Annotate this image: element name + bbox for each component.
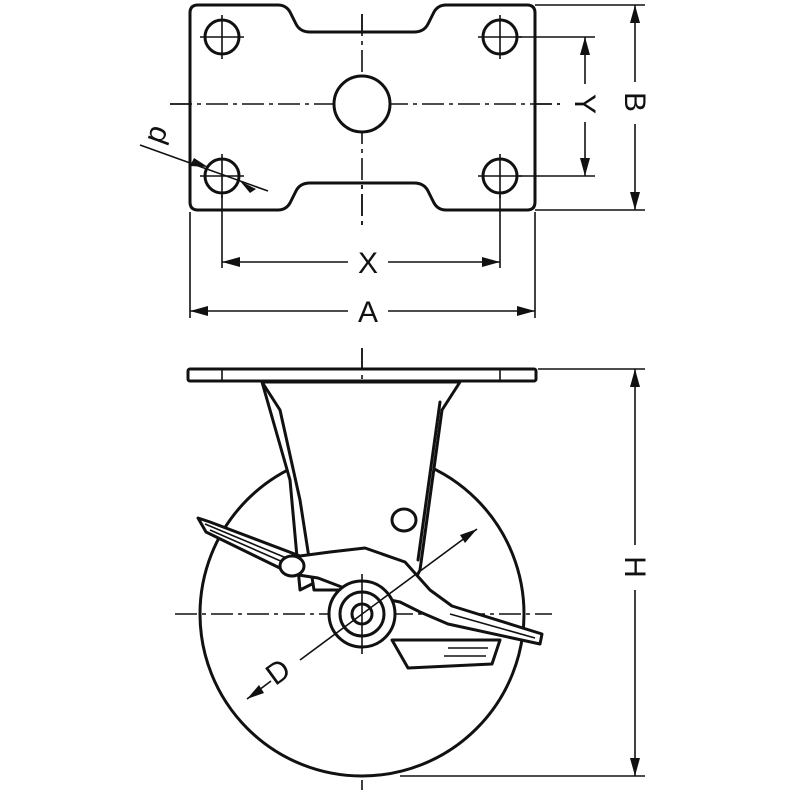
top-view: X A Y B: [139, 3, 651, 329]
dimension-y: Y: [568, 37, 601, 176]
fork-inner-edge: [416, 400, 442, 562]
brake-pad-ribs: [444, 647, 488, 657]
dimension-a-label: A: [358, 296, 378, 329]
dimension-x-label: X: [358, 247, 378, 280]
side-view: D H: [175, 348, 651, 790]
brake-lever-hatch: [204, 523, 536, 639]
bolt-hole-crosshairs: [200, 15, 522, 198]
extension-lines: [189, 4, 645, 318]
dimension-b: B: [618, 5, 651, 210]
brake-stopper: [278, 554, 306, 578]
bolt-hole-label: d: [141, 122, 178, 149]
fork-stop-tab: [390, 507, 418, 533]
dimension-x: X: [222, 247, 500, 280]
dimension-height: H: [400, 368, 651, 777]
dimension-a: A: [190, 296, 535, 329]
brake-pad: [390, 638, 502, 670]
plate-bolt-marks: [221, 369, 501, 381]
dimension-b-label: B: [618, 92, 651, 112]
dimension-y-label: Y: [568, 94, 601, 114]
height-label: H: [618, 556, 651, 578]
center-hole: [332, 74, 392, 134]
